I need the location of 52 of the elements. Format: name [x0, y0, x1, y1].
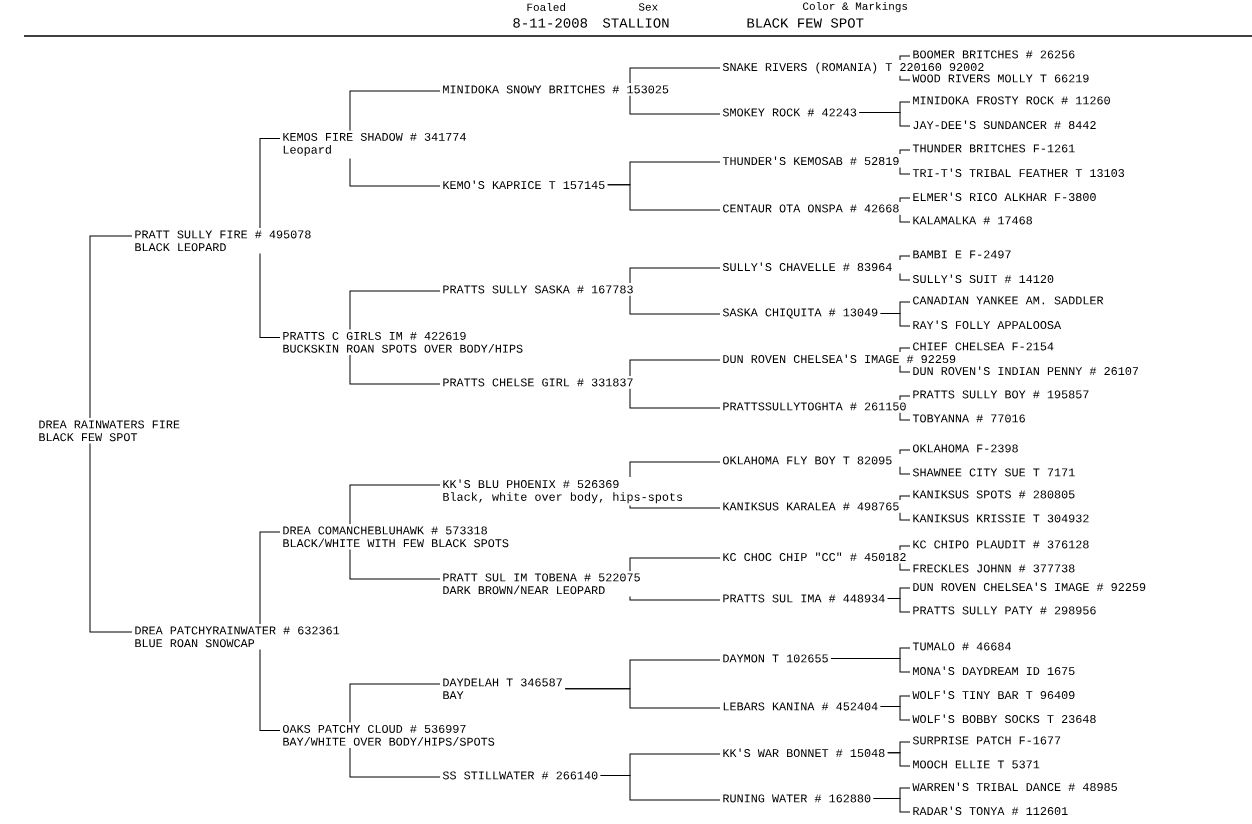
connector-line	[629, 359, 721, 377]
connector-line	[899, 495, 911, 501]
connector-line	[899, 272, 911, 281]
connector-line	[887, 752, 911, 767]
connector-line	[89, 443, 133, 633]
connector-line	[899, 166, 911, 175]
connector-line	[89, 235, 133, 419]
connector-line	[349, 484, 441, 525]
connector-line	[899, 55, 911, 61]
connector-line	[887, 597, 911, 613]
connector-line	[899, 149, 911, 155]
connector-line	[259, 138, 281, 229]
connector-line	[899, 412, 911, 421]
connector-line	[629, 557, 721, 572]
connector-line	[899, 449, 911, 455]
connector-line	[629, 388, 721, 409]
connector-line	[629, 461, 721, 478]
connector-line	[899, 466, 911, 475]
connector-line	[899, 395, 911, 401]
connector-line	[349, 549, 441, 580]
connector-line	[899, 512, 911, 521]
connector-line	[564, 688, 721, 709]
connector-line	[259, 649, 281, 731]
connector-line	[349, 683, 441, 723]
connector-line	[259, 531, 281, 625]
connector-line	[629, 295, 721, 315]
connector-line	[830, 657, 911, 673]
connector-line	[880, 705, 911, 721]
connector-line	[629, 67, 721, 84]
connector-line	[873, 797, 911, 813]
connector-line	[629, 95, 721, 115]
connector-line	[600, 774, 721, 801]
connector-line	[349, 747, 441, 778]
connector-line	[349, 90, 441, 131]
connector-line	[899, 562, 911, 571]
connector-line	[858, 111, 911, 127]
connector-line	[349, 157, 441, 187]
connector-line	[899, 255, 911, 261]
connector-line	[899, 545, 911, 551]
connector-line	[629, 596, 721, 601]
connector-line	[899, 347, 911, 353]
connector-line	[899, 197, 911, 203]
connector-line	[349, 354, 441, 385]
connector-line	[899, 214, 911, 223]
connector-line	[259, 253, 281, 338]
connector-line	[899, 364, 911, 373]
connector-line	[629, 267, 721, 284]
connector-line	[629, 505, 721, 509]
connector-line	[607, 184, 721, 211]
connector-line	[349, 290, 441, 330]
connector-line	[899, 75, 911, 81]
connector-line	[880, 312, 911, 327]
